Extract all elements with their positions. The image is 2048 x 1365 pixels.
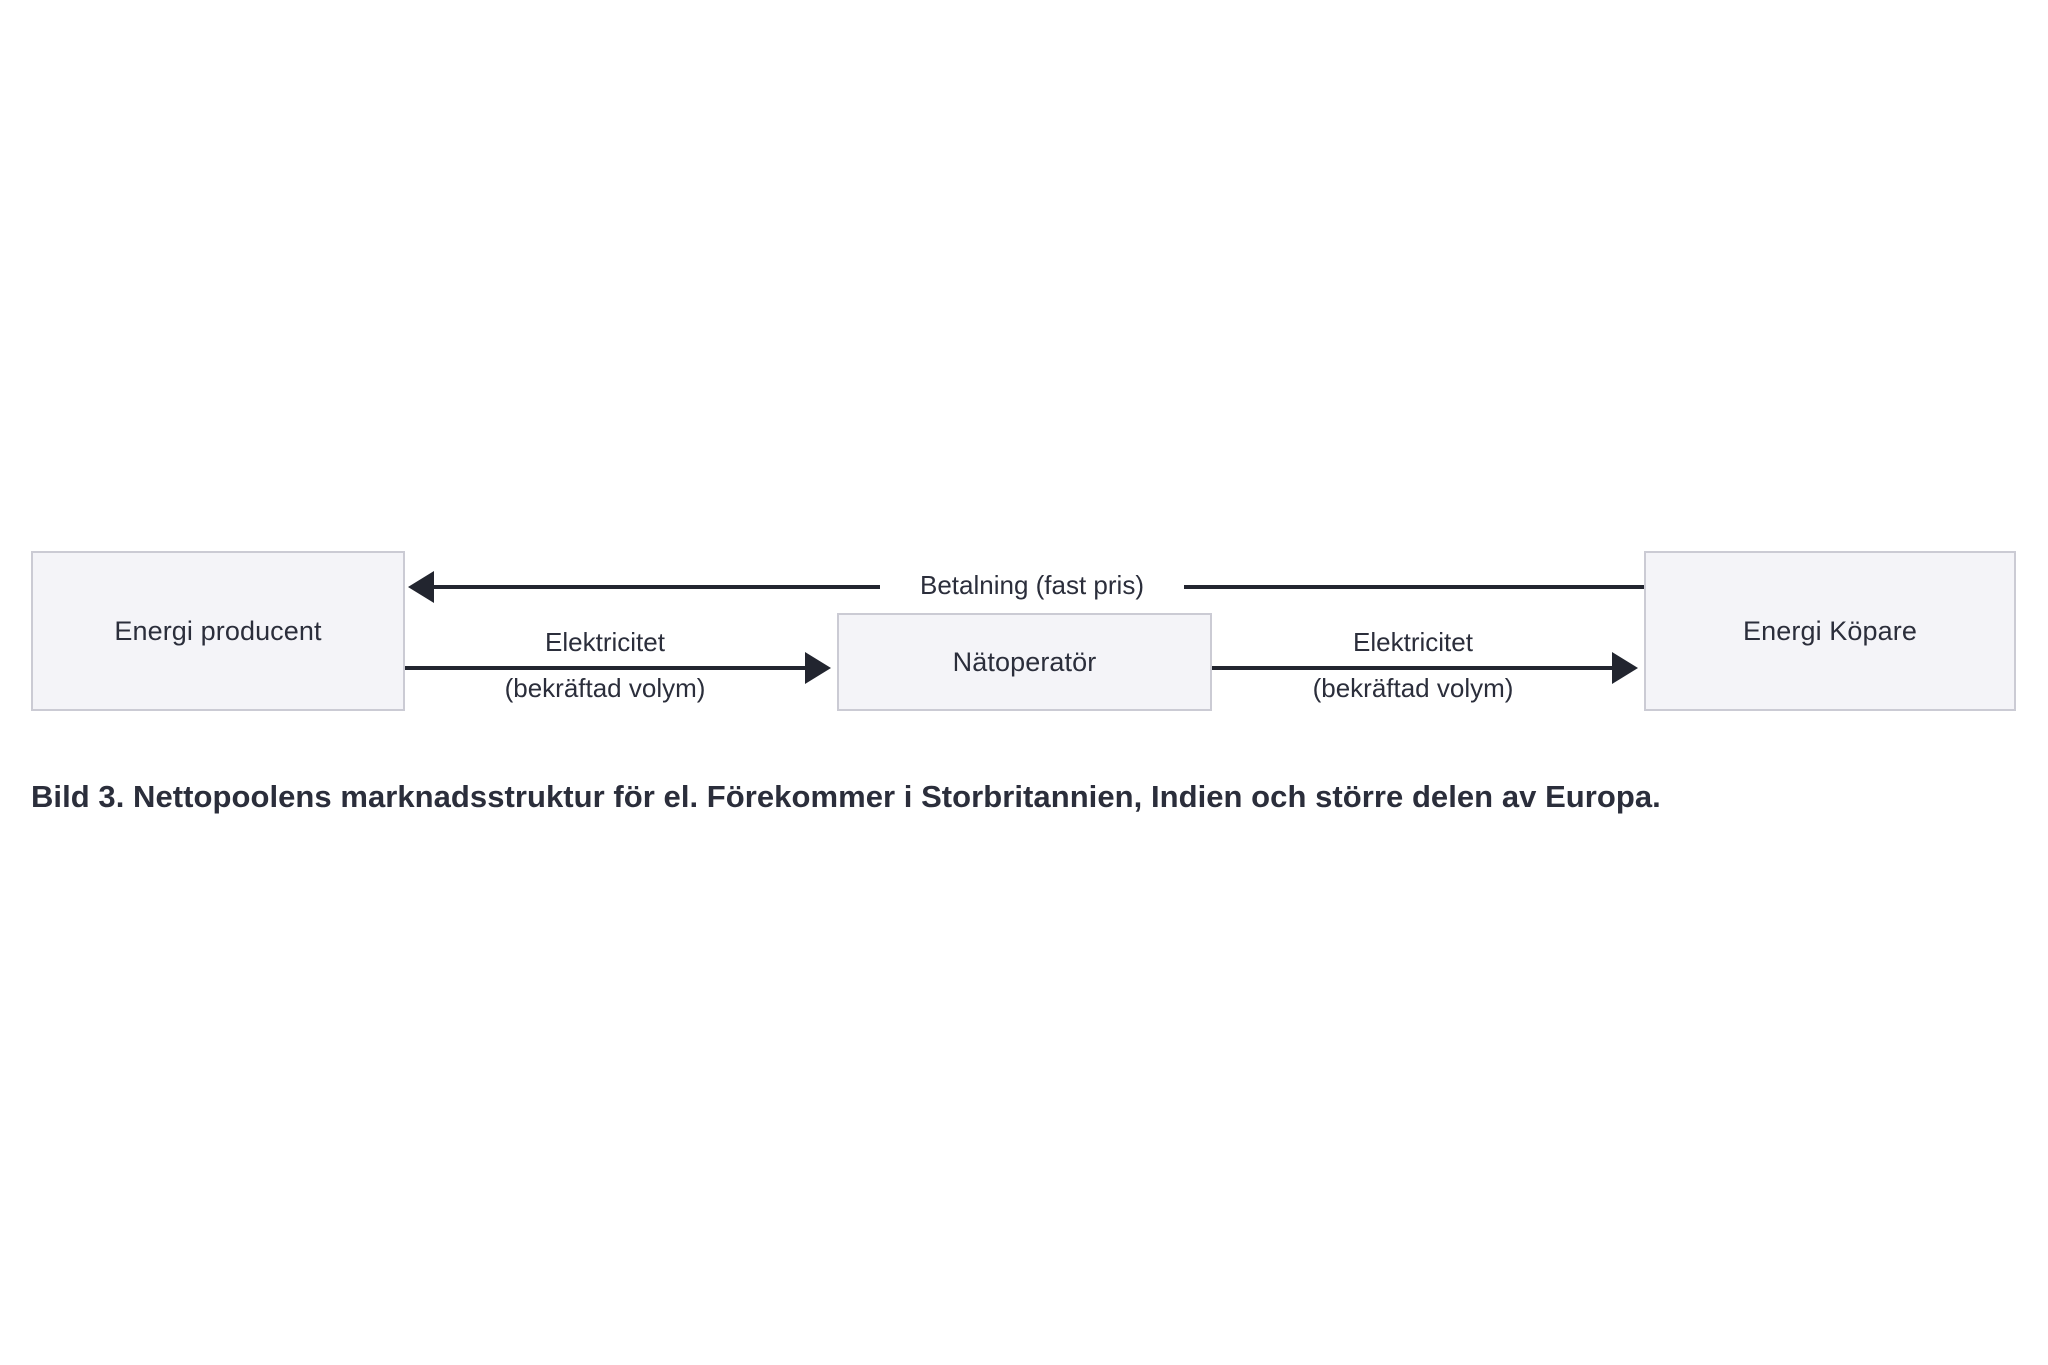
electricity-edge-1-line xyxy=(405,666,807,670)
node-energy-producer-label: Energi producent xyxy=(114,615,322,646)
node-energy-buyer: Energi Köpare xyxy=(1644,551,2016,711)
node-grid-operator: Nätoperatör xyxy=(837,613,1212,711)
payment-edge-line-right-segment xyxy=(1184,585,1644,589)
node-energy-buyer-label: Energi Köpare xyxy=(1743,615,1917,646)
node-energy-producer: Energi producent xyxy=(31,551,405,711)
node-grid-operator-label: Nätoperatör xyxy=(952,646,1097,677)
electricity-edge-2-label-bottom: (bekräftad volym) xyxy=(1312,673,1514,703)
figure-caption: Bild 3. Nettopoolens marknadsstruktur fö… xyxy=(31,779,1661,814)
arrow-left-icon xyxy=(408,571,434,603)
arrow-right-icon xyxy=(1612,652,1638,684)
arrow-right-icon xyxy=(805,652,831,684)
electricity-edge-2-label-top: Elektricitet xyxy=(1353,627,1473,658)
electricity-edge-1-label-bottom: (bekräftad volym) xyxy=(504,673,706,703)
electricity-edge-1-label-top: Elektricitet xyxy=(545,627,665,658)
electricity-edge-2-line xyxy=(1212,666,1614,670)
payment-edge-line-left-segment xyxy=(431,585,880,589)
payment-edge-label: Betalning (fast pris) xyxy=(880,563,1184,607)
